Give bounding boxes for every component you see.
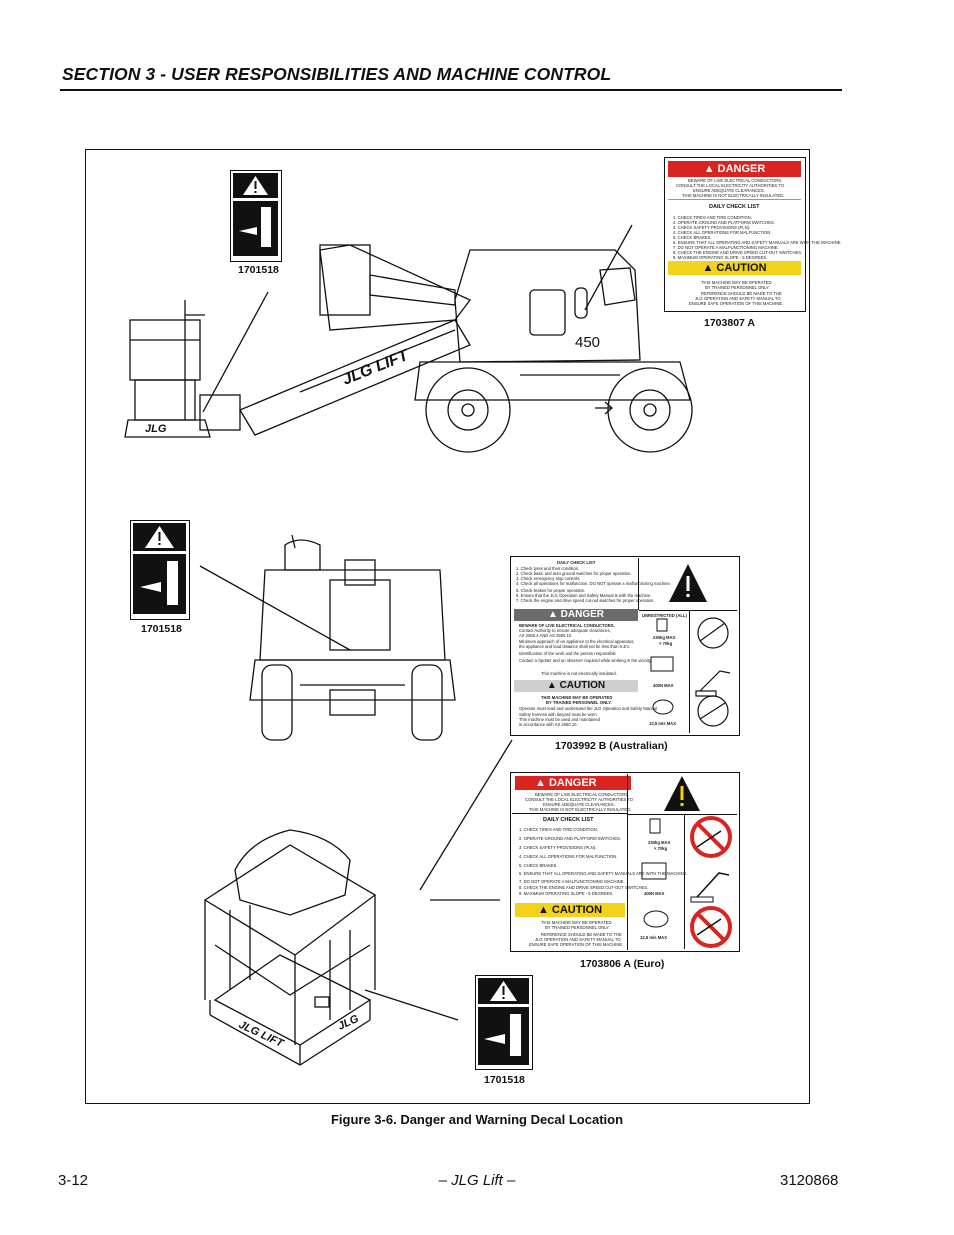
- leader-line-aus: [419, 739, 513, 891]
- euro-danger-banner: ▲ DANGER: [515, 776, 631, 790]
- leader-line-crush-bottom: [364, 989, 459, 1021]
- boom-lift-side-view: [124, 244, 693, 453]
- platform-basket: [203, 829, 377, 1066]
- euro-divider: [512, 813, 628, 814]
- euro-warning-symbol: [628, 774, 737, 815]
- crush-hazard-decal-bottom: [475, 975, 533, 1070]
- danger-text: BEWARE OF LIVE ELECTRICAL CONDUCTORS. CO…: [668, 177, 801, 200]
- crush-decal-label-top: 1701518: [238, 264, 279, 276]
- document-number: 3120868: [780, 1172, 839, 1189]
- euro-safety-decal: ▲ DANGER BEWARE OF LIVE ELECTRICAL CONDU…: [510, 772, 740, 952]
- section-title: SECTION 3 - USER RESPONSIBILITIES AND MA…: [62, 64, 612, 84]
- boom-pictogram-icons: [695, 617, 731, 727]
- crush-hazard-decal-top: [230, 170, 282, 262]
- us-decal-label: 1703807 A: [704, 317, 755, 329]
- warning-triangle-icon: [669, 564, 707, 602]
- danger-banner: ▲ DANGER: [668, 161, 801, 177]
- euro-decal-label: 1703806 A (Euro): [580, 958, 665, 970]
- leader-line-crush-mid: [199, 565, 351, 651]
- euro-checklist-title: DAILY CHECK LIST: [543, 817, 594, 823]
- crush-hazard-icon: [233, 173, 278, 256]
- aus-spec-column: UNRESTRICTED (ALL) 230kg MAX × 70kg 400N…: [639, 611, 690, 733]
- euro-spec-icons: [641, 818, 669, 928]
- spec-icons: [650, 618, 674, 715]
- aus-checklist: DAILY CHECK LIST 1. Check tyres and thei…: [512, 558, 671, 610]
- machine-model: 450: [575, 334, 600, 351]
- footer-title: – JLG Lift –: [438, 1172, 516, 1189]
- euro-spec-column: 230kg MAX × 70kg 400N MAX 12,5 m/s MAX: [628, 815, 685, 949]
- figure-caption: Figure 3-6. Danger and Warning Decal Loc…: [330, 1112, 624, 1127]
- aus-warning-symbol: [639, 558, 737, 611]
- crush-hazard-icon: [133, 523, 186, 614]
- basket-logo-2: JLG: [336, 1013, 361, 1033]
- page-number: 3-12: [58, 1172, 89, 1189]
- aus-decal-label: 1703992 B (Australian): [555, 740, 668, 752]
- aus-danger-banner: ▲ DANGER: [514, 609, 638, 621]
- crush-hazard-decal-mid: [130, 520, 190, 620]
- euro-prohibition-pictograms: [685, 815, 737, 949]
- platform-logo: JLG: [145, 423, 167, 435]
- us-safety-decal: ▲ DANGER BEWARE OF LIVE ELECTRICAL CONDU…: [664, 157, 842, 312]
- crush-decal-label-mid: 1701518: [141, 623, 182, 635]
- warning-triangle-icon: [664, 776, 700, 811]
- leader-line-crush-top: [202, 291, 269, 413]
- crush-decal-label-bottom: 1701518: [484, 1074, 525, 1086]
- leader-line-us: [584, 224, 633, 311]
- euro-caution-banner: ▲ CAUTION: [515, 903, 625, 917]
- figure-frame: [85, 149, 810, 1104]
- caution-banner: ▲ CAUTION: [668, 261, 801, 275]
- checklist-title: DAILY CHECK LIST: [709, 204, 760, 210]
- header-rule: [60, 89, 842, 91]
- australian-safety-decal: DAILY CHECK LIST 1. Check tyres and thei…: [510, 556, 740, 736]
- aus-pictograms: [690, 611, 737, 733]
- aus-caution-banner: ▲ CAUTION: [514, 680, 638, 692]
- crush-hazard-icon: [478, 978, 529, 1065]
- boom-lift-rear-view: [249, 534, 456, 741]
- euro-divider-vertical: [627, 774, 628, 950]
- prohibition-icons: [690, 816, 732, 948]
